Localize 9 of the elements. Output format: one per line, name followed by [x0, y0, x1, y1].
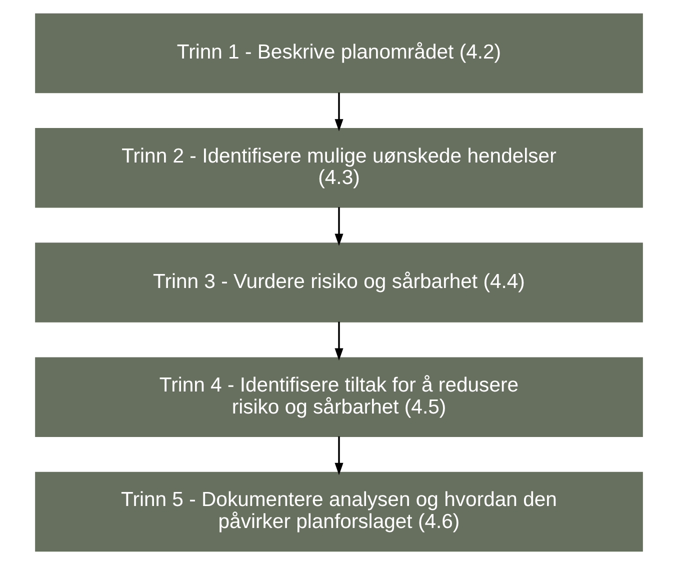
arrow [334, 207, 344, 246]
node-box: Trinn 4 - Identifisere tiltak for å redusere risiko og sårbarhet (4.5) [35, 357, 643, 437]
node-box: Trinn 5 - Dokumentere analysen og hvordan den påvirker planforslaget (4.6) [35, 472, 643, 552]
node-box: Trinn 1 - Beskrive planområdet (4.2) [35, 13, 643, 94]
arrow [334, 436, 344, 476]
node-box: Trinn 3 - Vurdere risiko og sårbarhet (4.4) [35, 242, 643, 322]
node-box: Trinn 2 - Identifisere mulige uønskede hendelser (4.3) [35, 128, 643, 208]
arrow [334, 322, 344, 361]
arrow [334, 92, 344, 132]
